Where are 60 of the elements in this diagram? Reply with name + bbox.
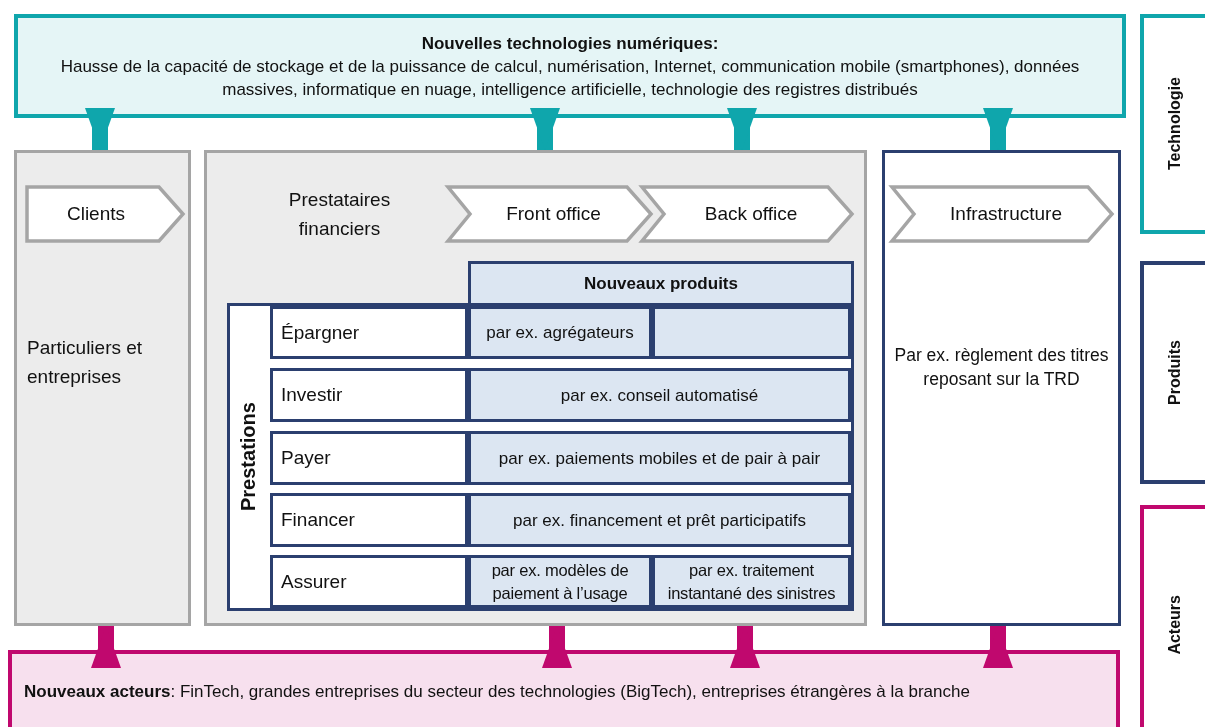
vertical-label: Produits: [1166, 340, 1184, 405]
stage-banner: [25, 185, 185, 243]
column-text: Prestataires financiers: [287, 188, 392, 241]
column-panel: [204, 150, 867, 626]
stage-label: Clients: [65, 202, 127, 226]
arrow: [85, 108, 115, 150]
vertical-label: Prestations: [236, 401, 260, 514]
side-tab: [1140, 261, 1205, 484]
column-text: Par ex. règlement des titres reposant sur la TRD: [893, 344, 1110, 391]
header-box: [468, 261, 854, 306]
product-box: [652, 555, 851, 608]
arrow: [91, 626, 121, 668]
stage-label: Back office: [703, 202, 799, 226]
column-panel: [882, 150, 1121, 626]
row-label-box: [270, 555, 468, 608]
side-tab: [1140, 505, 1205, 727]
stage-banner: [640, 185, 854, 243]
product-box: [468, 368, 851, 422]
heading: Nouvelles technologies numériques:: [421, 32, 719, 55]
arrow: [730, 626, 760, 668]
cell-text: par ex. modèles de paiement à l’usage: [490, 559, 630, 604]
vertical-label: Acteurs: [1166, 595, 1184, 655]
column-text: Particuliers et entreprises: [27, 336, 144, 389]
row-label-box: [270, 368, 468, 422]
vertical-label: Technologie: [1166, 77, 1184, 171]
row-label-box: [270, 431, 468, 485]
arrow: [542, 626, 572, 668]
cell-text: Nouveaux acteurs: FinTech, grandes entreprises du secteur des technologies (BigTech), entreprises étrangères à la branche: [24, 682, 970, 703]
arrow: [983, 108, 1013, 150]
product-box: [468, 431, 851, 485]
cell-text: par ex. traitement instantané des sinistres: [666, 559, 837, 604]
row-label-box: [270, 306, 468, 359]
stage-banner: [446, 185, 653, 243]
stage-banner: [890, 185, 1114, 243]
info-box: [14, 14, 1126, 118]
info-box: [8, 650, 1120, 727]
product-box: [468, 306, 652, 359]
stage-label: Infrastructure: [949, 202, 1063, 226]
stage-label: Front office: [505, 202, 602, 226]
row-label-box: [270, 493, 468, 547]
arrow: [983, 626, 1013, 668]
table-frame: [227, 303, 854, 611]
arrow: [530, 108, 560, 150]
cell-text: par ex. financement et prêt participatifs: [513, 509, 806, 532]
column-panel: [14, 150, 191, 626]
arrow: [727, 108, 757, 150]
cell-text: Financer: [281, 509, 355, 531]
cell-text: Investir: [281, 384, 343, 406]
cell-text: Nouveaux produits: [584, 273, 738, 294]
product-box: [468, 555, 652, 608]
product-box: [468, 493, 851, 547]
box: [652, 306, 851, 359]
side-tab: [1140, 14, 1205, 234]
cell-text: par ex. agrégateurs: [486, 322, 634, 344]
cell-text: Assurer: [281, 570, 347, 593]
cell-text: Épargner: [281, 321, 360, 344]
cell-text: par ex. paiements mobiles et de pair à pair: [498, 447, 821, 470]
cell-text: par ex. conseil automatisé: [560, 384, 759, 407]
cell-text: Payer: [281, 447, 331, 469]
description: Hausse de la capacité de stockage et de la puissance de calcul, numérisation, Internet, communication mobile (smartphones), données massives, informatique en nuage, intelligence artificielle, technologie des registres distribués: [59, 55, 1081, 101]
